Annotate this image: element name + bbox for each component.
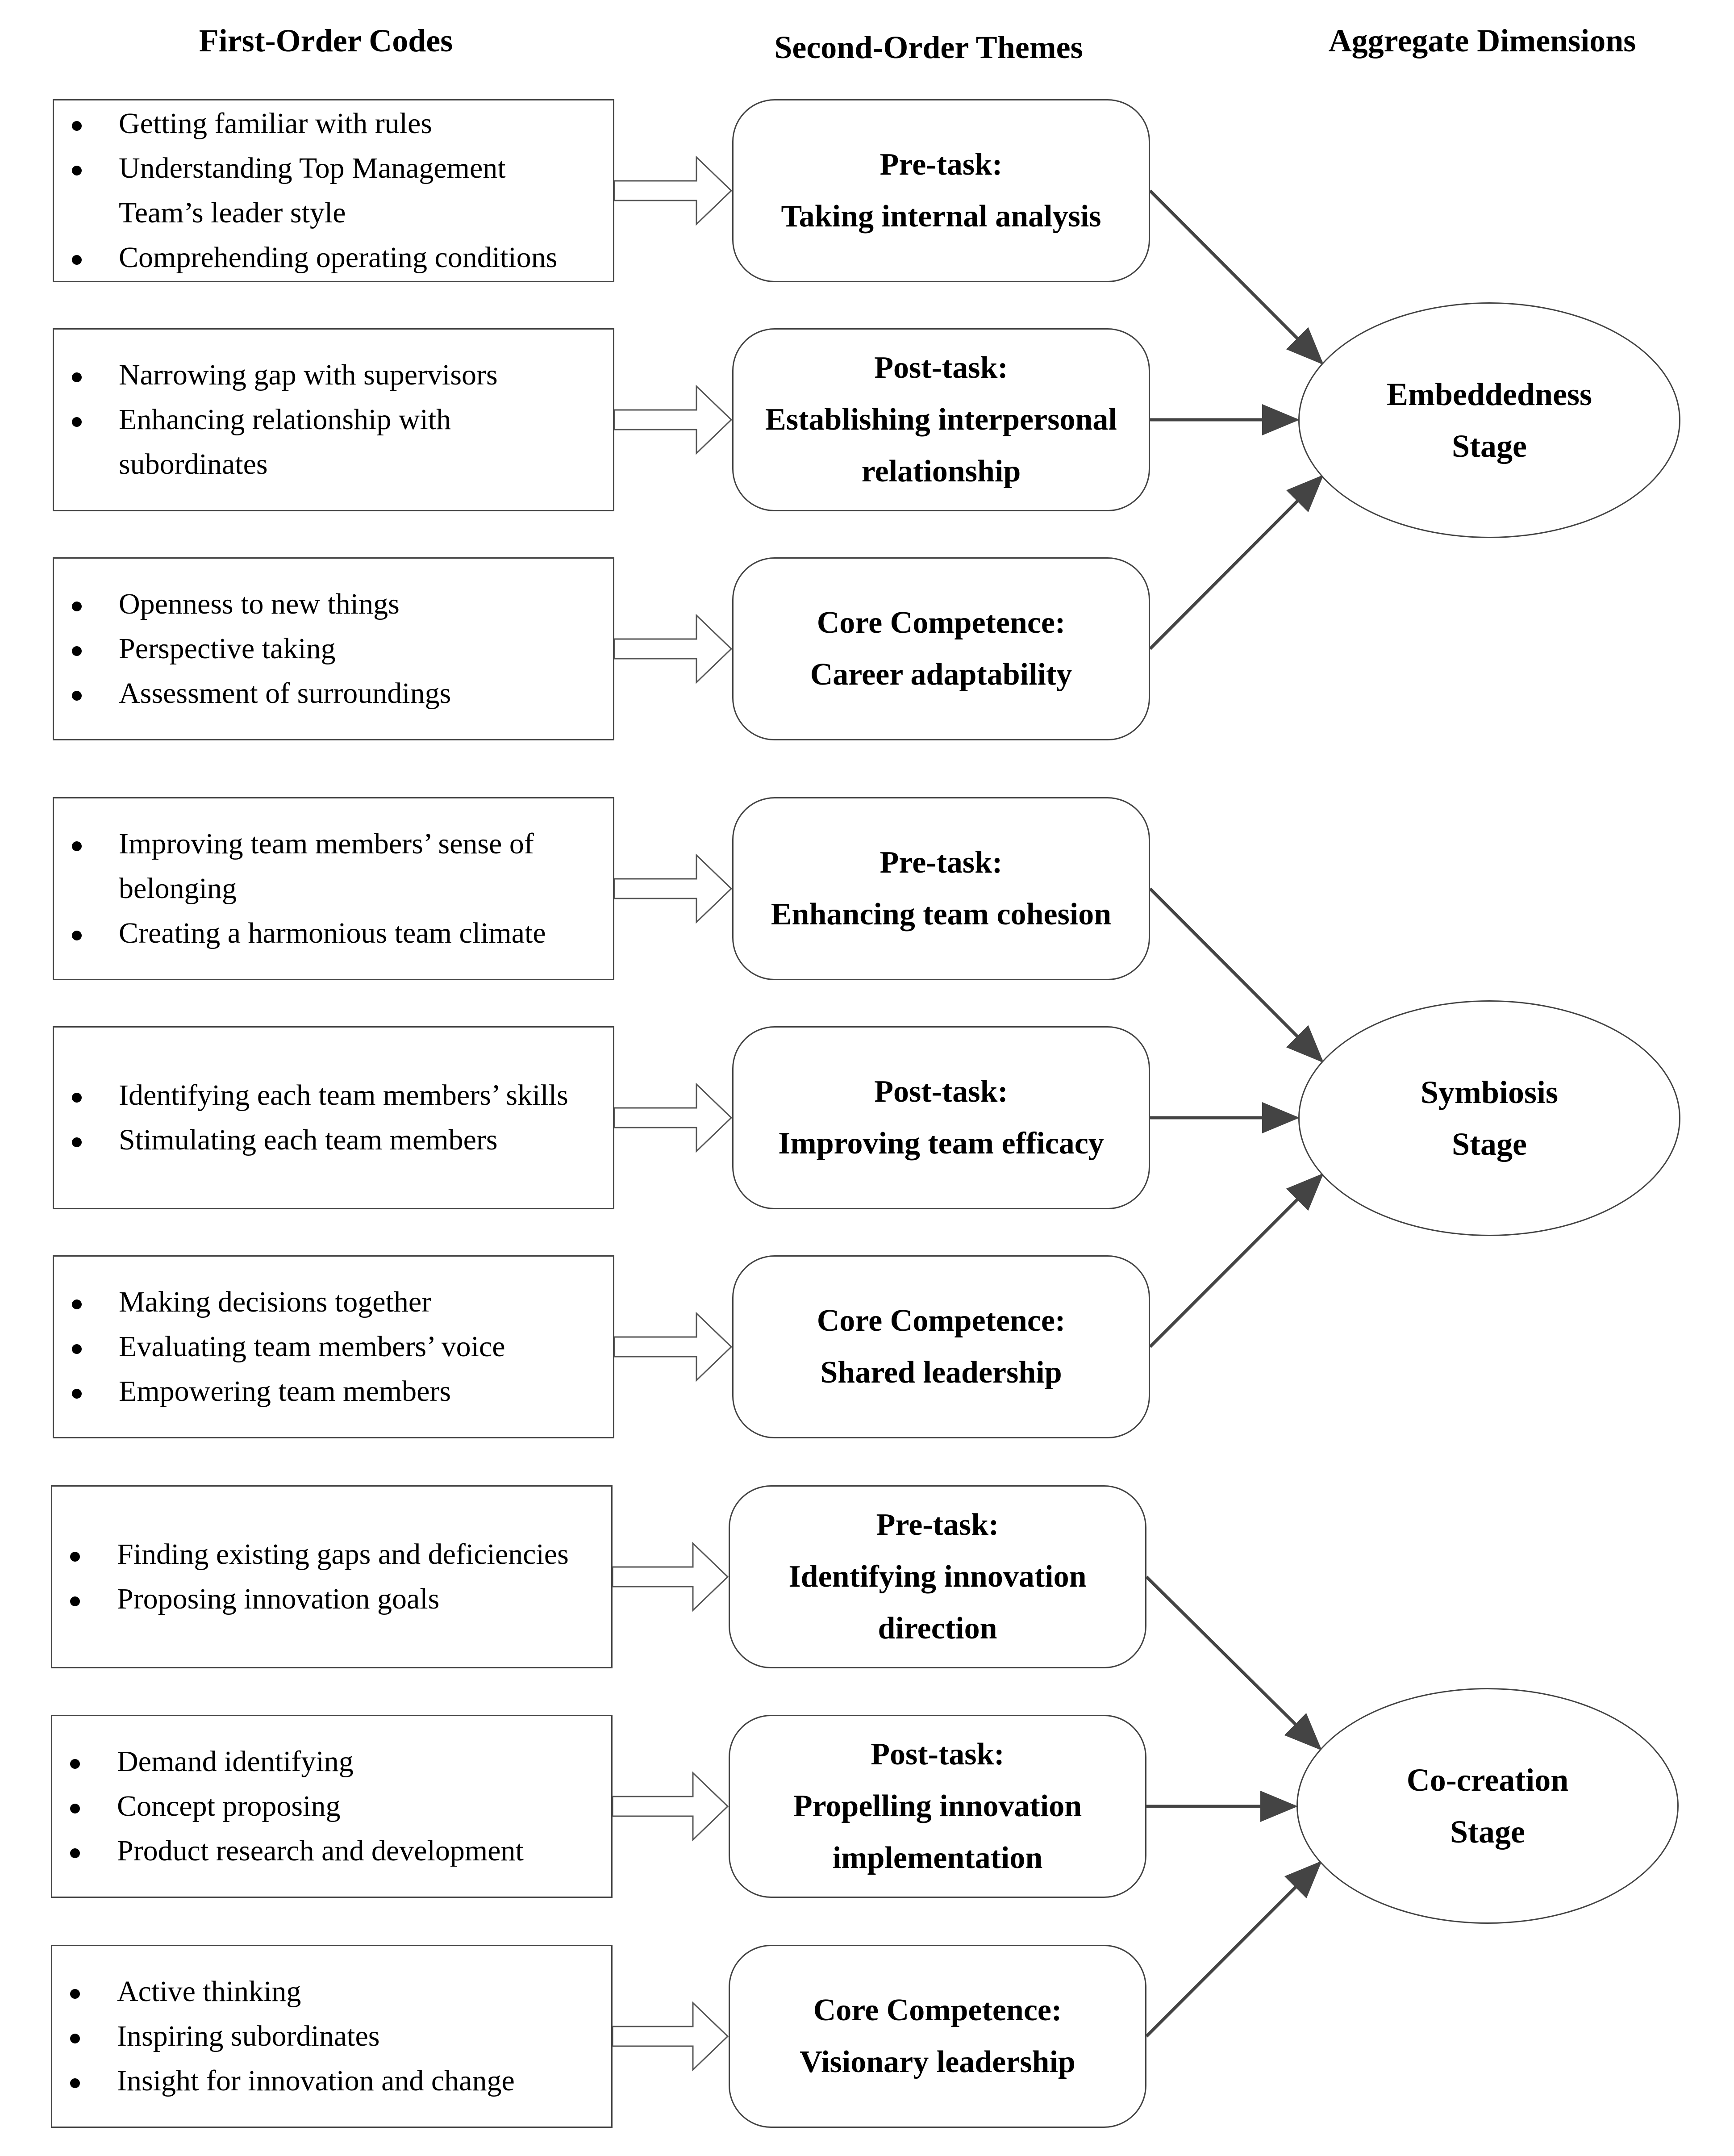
hollow-arrow bbox=[613, 384, 733, 455]
theme-label: Pre-task: bbox=[880, 147, 1003, 182]
hollow-arrow bbox=[612, 1542, 729, 1612]
theme-title: Improving team efficacy bbox=[778, 1126, 1104, 1161]
code-item: Getting familiar with rules bbox=[54, 101, 595, 146]
theme-box-7: Pre-task: Identifying innovation directi… bbox=[729, 1485, 1146, 1668]
code-item: Proposing innovation goals bbox=[52, 1577, 593, 1621]
converge-arrow bbox=[1145, 1861, 1322, 2038]
theme-title: Establishing interpersonal relationship bbox=[765, 402, 1117, 489]
theme-label: Core Competence: bbox=[817, 1304, 1066, 1338]
converge-arrow bbox=[1149, 475, 1324, 650]
code-item: Stimulating each team members bbox=[54, 1118, 595, 1162]
code-item: Inspiring subordinates bbox=[52, 2014, 593, 2059]
code-box-4: Improving team members’ sense of belongi… bbox=[53, 797, 614, 980]
theme-title: Enhancing team cohesion bbox=[771, 897, 1112, 932]
theme-box-4: Pre-task: Enhancing team cohesion bbox=[732, 797, 1150, 980]
dimension-embeddedness: Embeddedness Stage bbox=[1298, 302, 1680, 538]
theme-label: Core Competence: bbox=[817, 606, 1066, 640]
hollow-arrow bbox=[613, 614, 733, 684]
theme-label: Pre-task: bbox=[880, 845, 1003, 880]
theme-label: Post-task: bbox=[871, 1737, 1005, 1772]
code-item: Product research and development bbox=[52, 1829, 593, 1873]
hollow-arrow bbox=[613, 1082, 733, 1153]
code-item: Identifying each team members’ skills bbox=[54, 1073, 595, 1118]
converge-arrow bbox=[1149, 887, 1324, 1063]
code-item: Insight for innovation and change bbox=[52, 2059, 593, 2103]
header-first-order-codes: First-Order Codes bbox=[199, 23, 453, 58]
code-item: Concept proposing bbox=[52, 1784, 593, 1829]
theme-label: Core Competence: bbox=[813, 1993, 1062, 2027]
theme-box-6: Core Competence: Shared leadership bbox=[732, 1255, 1150, 1438]
header-second-order-themes: Second-Order Themes bbox=[774, 29, 1083, 65]
dimension-title: Embeddedness bbox=[1386, 376, 1592, 412]
theme-box-8: Post-task: Propelling innovation impleme… bbox=[729, 1715, 1146, 1898]
theme-title: Propelling innovation implementation bbox=[793, 1789, 1082, 1875]
code-box-5: Identifying each team members’ skills St… bbox=[53, 1026, 614, 1209]
code-box-8: Demand identifying Concept proposing Pro… bbox=[51, 1715, 613, 1898]
hollow-arrow bbox=[612, 2001, 729, 2072]
dimension-co-creation: Co-creation Stage bbox=[1296, 1688, 1679, 1924]
theme-title: Career adaptability bbox=[810, 657, 1072, 692]
dimension-symbiosis: Symbiosis Stage bbox=[1298, 1000, 1680, 1236]
theme-title: Shared leadership bbox=[820, 1355, 1062, 1390]
hollow-arrow bbox=[613, 1312, 733, 1382]
code-item: Making decisions together bbox=[54, 1280, 595, 1325]
theme-box-9: Core Competence: Visionary leadership bbox=[729, 1945, 1146, 2128]
theme-box-3: Core Competence: Career adaptability bbox=[732, 557, 1150, 740]
theme-box-2: Post-task: Establishing interpersonal re… bbox=[732, 328, 1150, 511]
code-box-9: Active thinking Inspiring subordinates I… bbox=[51, 1945, 613, 2128]
code-box-6: Making decisions together Evaluating tea… bbox=[53, 1255, 614, 1438]
theme-box-5: Post-task: Improving team efficacy bbox=[732, 1026, 1150, 1209]
converge-arrow bbox=[1149, 1173, 1324, 1348]
code-box-3: Openness to new things Perspective takin… bbox=[53, 557, 614, 740]
code-item: Active thinking bbox=[52, 1969, 593, 2014]
theme-title: Identifying innovation direction bbox=[788, 1559, 1087, 1646]
converge-arrow bbox=[1145, 1575, 1322, 1751]
code-box-2: Narrowing gap with supervisors Enhancing… bbox=[53, 328, 614, 511]
hollow-arrow bbox=[613, 853, 733, 924]
code-item: Assessment of surroundings bbox=[54, 671, 595, 716]
converge-arrow bbox=[1149, 189, 1324, 365]
dimension-subtitle: Stage bbox=[1450, 1814, 1525, 1850]
theme-label: Post-task: bbox=[874, 1074, 1008, 1109]
theme-label: Pre-task: bbox=[876, 1508, 999, 1542]
dimension-title: Co-creation bbox=[1406, 1762, 1569, 1798]
dimension-title: Symbiosis bbox=[1420, 1074, 1559, 1110]
code-item: Creating a harmonious team climate bbox=[54, 911, 595, 956]
code-item: Evaluating team members’ voice bbox=[54, 1325, 595, 1369]
theme-label: Post-task: bbox=[874, 351, 1008, 385]
hollow-arrow bbox=[612, 1771, 729, 1842]
code-box-1: Getting familiar with rules Understandin… bbox=[53, 99, 614, 282]
theme-title: Taking internal analysis bbox=[781, 199, 1101, 234]
code-item: Narrowing gap with supervisors bbox=[54, 353, 595, 397]
code-item: Finding existing gaps and deficiencies bbox=[52, 1532, 593, 1577]
code-item: Understanding Top Management Team’s lead… bbox=[54, 146, 595, 235]
dimension-subtitle: Stage bbox=[1452, 428, 1527, 464]
theme-title: Visionary leadership bbox=[800, 2045, 1075, 2079]
code-item: Demand identifying bbox=[52, 1739, 593, 1784]
code-item: Perspective taking bbox=[54, 627, 595, 671]
code-item: Comprehending operating conditions bbox=[54, 235, 595, 280]
code-box-7: Finding existing gaps and deficiencies P… bbox=[51, 1485, 613, 1668]
code-item: Openness to new things bbox=[54, 582, 595, 627]
header-aggregate-dimensions: Aggregate Dimensions bbox=[1328, 23, 1636, 58]
code-item: Empowering team members bbox=[54, 1369, 595, 1414]
code-item: Enhancing relationship with subordinates bbox=[54, 397, 595, 487]
theme-box-1: Pre-task: Taking internal analysis bbox=[732, 99, 1150, 282]
hollow-arrow bbox=[613, 155, 733, 226]
dimension-subtitle: Stage bbox=[1452, 1126, 1527, 1162]
code-item: Improving team members’ sense of belongi… bbox=[54, 822, 595, 911]
